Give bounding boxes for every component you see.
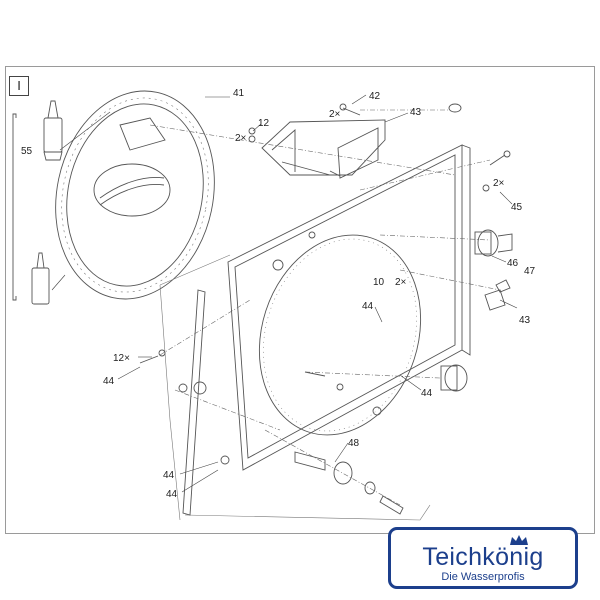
callout-44: 44 [362, 301, 374, 312]
washer-top [448, 103, 462, 113]
callout-45: 45 [511, 202, 523, 213]
callout-44: 44 [166, 489, 178, 500]
callout-44: 44 [163, 470, 175, 481]
hose-connector-lower [440, 364, 468, 392]
hose-connector-upper [474, 229, 513, 257]
brand-logo: Teichkönig Die Wasserprofis [388, 527, 578, 589]
callout-quantity-2x: 2× [235, 133, 247, 144]
housing-plate [227, 144, 471, 471]
callout-48: 48 [348, 438, 360, 449]
callout-43: 43 [410, 107, 422, 118]
callout-leaders [117, 94, 518, 493]
callout-41: 41 [233, 88, 245, 99]
callout-12: 12 [258, 118, 270, 129]
brand-tagline: Die Wasserprofis [441, 571, 525, 583]
callout-42: 42 [369, 91, 381, 102]
bracket-part-43 [261, 119, 386, 179]
hose-connector-part-48 [294, 451, 404, 515]
callout-44: 44 [103, 376, 115, 387]
housing-outline [159, 254, 431, 521]
connector-part-43-lower [484, 289, 506, 311]
callout-46: 46 [507, 258, 519, 269]
sealing-strip [182, 289, 206, 516]
crown-icon [510, 535, 528, 545]
callout-quantity-12x: 12× [113, 353, 130, 364]
bolt-part-44-center [304, 371, 382, 416]
sealant-tube [31, 252, 50, 305]
screw-part-45 [482, 150, 511, 192]
screw-part-44-left [139, 349, 207, 395]
panel-tag: I [9, 76, 29, 96]
callout-quantity-2x: 2× [395, 277, 407, 288]
callout-55: 55 [21, 146, 33, 157]
callout-43: 43 [519, 315, 531, 326]
callout-44: 44 [421, 388, 433, 399]
callout-quantity-2x: 2× [329, 109, 341, 120]
callout-quantity-2x: 2× [493, 178, 505, 189]
screw-part-42 [339, 103, 361, 116]
callout-10: 10 [373, 277, 385, 288]
clip-bottom [220, 455, 230, 465]
callout-47: 47 [524, 266, 536, 277]
brand-name: Teichkönig [422, 543, 544, 571]
detail-bracket [12, 113, 17, 301]
gasket-ring-part-41 [51, 90, 230, 300]
assembly-lines [149, 109, 501, 506]
drawing-frame [5, 66, 595, 534]
adhesive-tube-part-55 [43, 100, 63, 161]
